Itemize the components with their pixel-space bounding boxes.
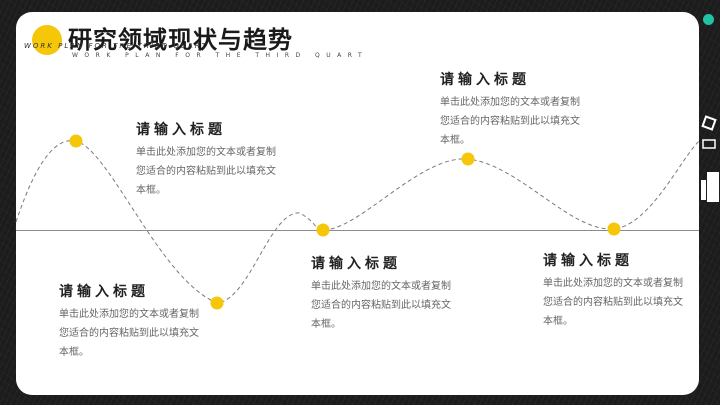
block-title[interactable]: 请输入标题	[440, 72, 530, 88]
teal-dot	[703, 14, 714, 25]
subtitle-spaced: WORK PLAN FOR THE THIRD QUART	[72, 52, 369, 59]
baseline-divider	[16, 230, 699, 231]
trend-point-2	[210, 296, 224, 310]
title-accent-dot	[32, 25, 62, 55]
trend-point-5	[607, 222, 621, 236]
block-body[interactable]: 单击此处添加您的文本或者复制您适合的内容粘贴到此以填充文本框。	[440, 97, 580, 146]
block-body[interactable]: 单击此处添加您的文本或者复制您适合的内容粘贴到此以填充文本框。	[59, 309, 199, 358]
text-block-5: 请输入标题 单击此处添加您的文本或者复制您适合的内容粘贴到此以填充文本框。	[543, 250, 683, 331]
block-title[interactable]: 请输入标题	[543, 253, 633, 269]
block-title[interactable]: 请输入标题	[311, 256, 401, 272]
decorative-corner-graphic	[701, 115, 719, 202]
block-title[interactable]: 请输入标题	[136, 122, 226, 138]
text-block-3: 请输入标题 单击此处添加您的文本或者复制您适合的内容粘贴到此以填充文本框。	[311, 253, 451, 334]
block-body[interactable]: 单击此处添加您的文本或者复制您适合的内容粘贴到此以填充文本框。	[543, 278, 683, 327]
block-body[interactable]: 单击此处添加您的文本或者复制您适合的内容粘贴到此以填充文本框。	[136, 147, 276, 196]
trend-point-3	[316, 223, 330, 237]
trend-point-4	[461, 152, 475, 166]
text-block-1: 请输入标题 单击此处添加您的文本或者复制您适合的内容粘贴到此以填充文本框。	[136, 119, 276, 200]
page-title: 研究领域现状与趋势	[68, 26, 293, 54]
subtitle-overlay: WORK PLAN FOR THE THIRD QUART	[24, 42, 208, 50]
block-title[interactable]: 请输入标题	[59, 284, 149, 300]
block-body[interactable]: 单击此处添加您的文本或者复制您适合的内容粘贴到此以填充文本框。	[311, 281, 451, 330]
text-block-4: 请输入标题 单击此处添加您的文本或者复制您适合的内容粘贴到此以填充文本框。	[440, 69, 580, 150]
trend-point-1	[69, 134, 83, 148]
text-block-2: 请输入标题 单击此处添加您的文本或者复制您适合的内容粘贴到此以填充文本框。	[59, 281, 199, 362]
